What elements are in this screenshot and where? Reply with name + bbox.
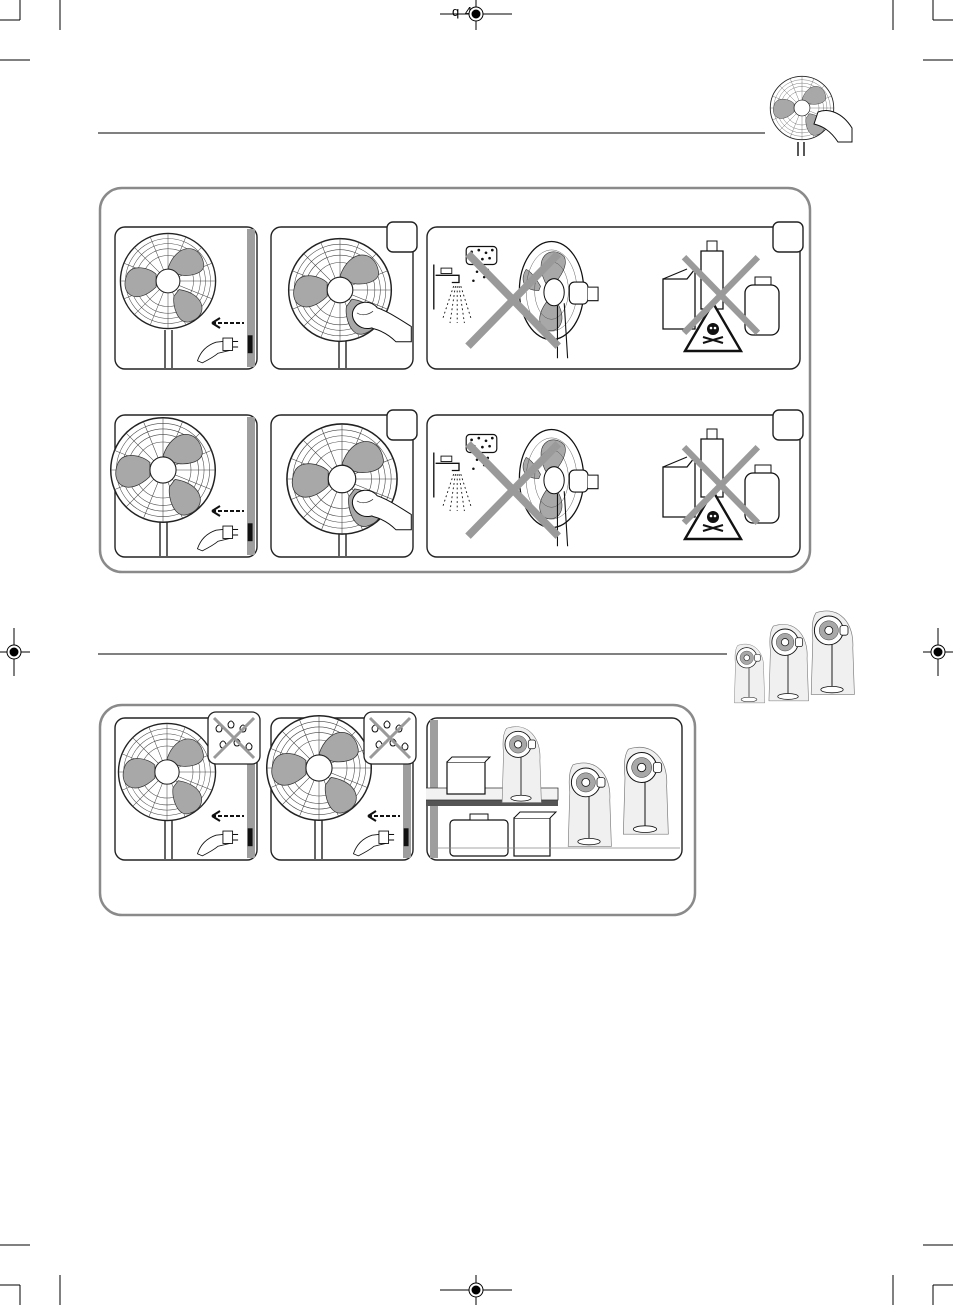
- frame-unplug-1: [115, 227, 257, 369]
- cleaning-row-2: [111, 410, 803, 557]
- step-badge: [387, 410, 417, 440]
- cleaning-row-1: [115, 222, 803, 369]
- frame-unplug-dry-2: [267, 712, 416, 860]
- no-humidity-icon: [208, 712, 260, 764]
- frame-wipe-2: [271, 410, 417, 557]
- frame-storage: [426, 718, 682, 860]
- crosshair-left: [0, 628, 30, 676]
- frame-wipe-1: [271, 222, 417, 369]
- frame-no-water-2: [427, 410, 803, 557]
- step-badge: [773, 222, 803, 252]
- storage-row: [115, 712, 682, 860]
- crosshair-top: [440, 0, 512, 30]
- crosshair-bottom: [440, 1275, 512, 1305]
- fans-covered-icon: [734, 611, 854, 703]
- frame-no-water-1: [427, 222, 803, 369]
- step-badge: [773, 410, 803, 440]
- frame-unplug-dry-1: [115, 712, 260, 860]
- fan-cleaning-icon: [770, 76, 852, 156]
- crosshair-right: [923, 628, 953, 676]
- step-badge: [387, 222, 417, 252]
- no-humidity-icon: [364, 712, 416, 764]
- frame-unplug-2: [111, 415, 257, 557]
